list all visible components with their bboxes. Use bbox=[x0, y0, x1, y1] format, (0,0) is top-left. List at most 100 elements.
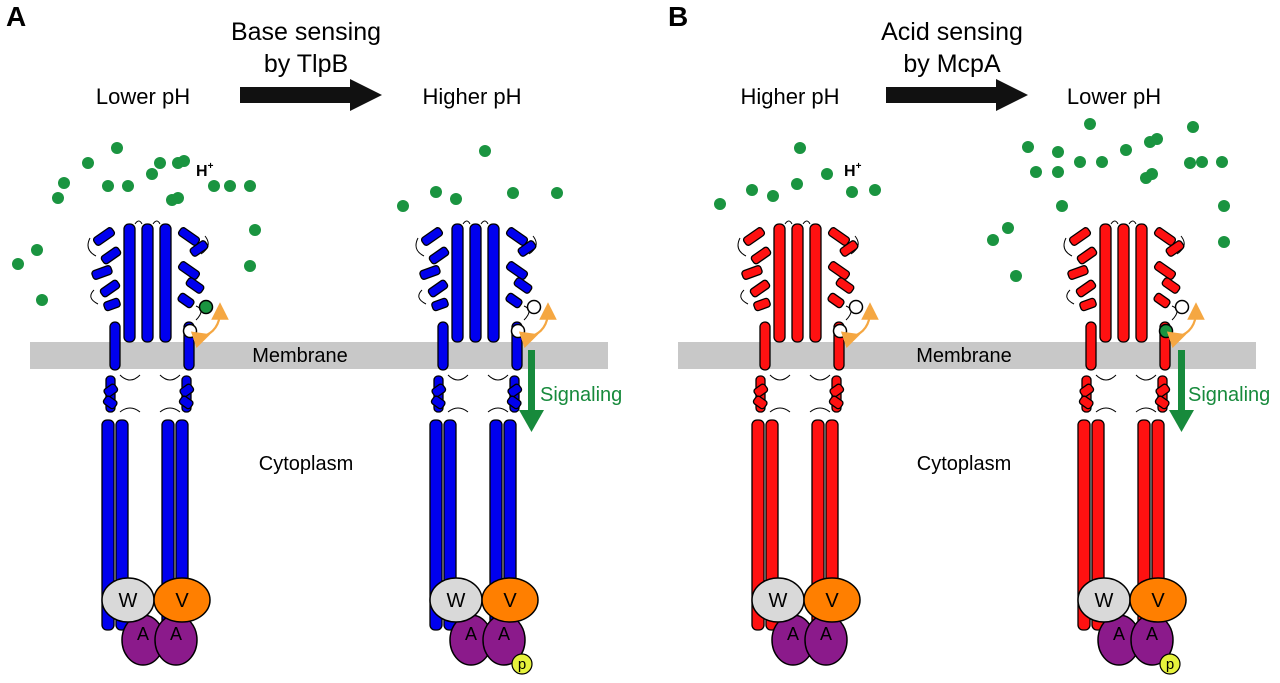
chea-label-right: A bbox=[498, 624, 510, 644]
transmembrane-helix bbox=[437, 321, 449, 371]
phosphate-label: p bbox=[518, 656, 526, 673]
proton-dot bbox=[122, 180, 134, 192]
linker bbox=[447, 374, 509, 413]
periplasmic-helix bbox=[1099, 223, 1112, 343]
proton-cluster-left bbox=[714, 142, 881, 210]
phosphate bbox=[1159, 653, 1181, 675]
sensor-helix bbox=[1153, 227, 1177, 246]
sensor-helix bbox=[753, 297, 771, 312]
proton-dot bbox=[1151, 133, 1163, 145]
proton-cluster-right bbox=[987, 118, 1230, 282]
chea-label-right: A bbox=[170, 624, 182, 644]
proton-dot bbox=[224, 180, 236, 192]
chev-label: V bbox=[1151, 590, 1165, 612]
switch-arrow bbox=[840, 302, 879, 349]
loop bbox=[134, 220, 161, 225]
sensor-helix bbox=[835, 277, 855, 294]
hamp-helix bbox=[506, 395, 522, 410]
binding-site bbox=[1158, 323, 1174, 339]
binding-site bbox=[182, 323, 198, 339]
proton-dot bbox=[154, 157, 166, 169]
chew-label: W bbox=[769, 590, 788, 612]
membrane-label: Membrane bbox=[916, 345, 1012, 367]
sensor-helix bbox=[741, 265, 763, 280]
periplasmic-helix bbox=[141, 223, 154, 343]
sensor-helix bbox=[431, 297, 449, 312]
proton-dot bbox=[31, 244, 43, 256]
linker bbox=[769, 374, 831, 413]
switch-arrow bbox=[190, 302, 229, 349]
proton-dot bbox=[767, 190, 779, 202]
proton-dot bbox=[1002, 222, 1014, 234]
process-title-line1: Acid sensing bbox=[881, 18, 1023, 46]
transmembrane-helix bbox=[759, 321, 771, 371]
sensor-helix bbox=[189, 240, 209, 257]
hamp-helix bbox=[507, 383, 523, 398]
sensor-helix bbox=[420, 227, 444, 246]
sensor-helix bbox=[91, 265, 113, 280]
sensor-helix bbox=[1161, 277, 1181, 294]
proton-dot bbox=[102, 180, 114, 192]
transmembrane-helix bbox=[1085, 321, 1097, 371]
loop bbox=[784, 220, 811, 225]
cytoplasmic-helix bbox=[751, 419, 765, 631]
sensor-helix bbox=[177, 227, 201, 246]
chea-label-left: A bbox=[137, 624, 149, 644]
hamp-helix bbox=[1154, 395, 1170, 410]
proton-dot bbox=[430, 186, 442, 198]
chea-label-right: A bbox=[820, 624, 832, 644]
sensor-helix bbox=[1153, 261, 1177, 280]
sensor-helix bbox=[428, 246, 450, 265]
hamp-helix bbox=[828, 395, 844, 410]
proton-dot bbox=[52, 192, 64, 204]
proton-dot bbox=[36, 294, 48, 306]
sensor-helix bbox=[92, 227, 116, 246]
proton-dot bbox=[1052, 146, 1064, 158]
periplasmic-helix bbox=[123, 223, 136, 343]
binding-site bbox=[510, 323, 526, 339]
cytoplasm-label: Cytoplasm bbox=[259, 453, 353, 475]
loop bbox=[415, 235, 537, 321]
signaling-label: Signaling bbox=[540, 384, 622, 406]
panel-b: B Acid sensing by McpA Higher pH Lower p… bbox=[668, 1, 1270, 675]
periplasmic-helix bbox=[791, 223, 804, 343]
periplasmic-helix bbox=[1135, 223, 1148, 343]
chew-label: W bbox=[119, 590, 138, 612]
switch-arrow bbox=[518, 302, 557, 349]
periplasmic-helix bbox=[159, 223, 172, 343]
proton-dot bbox=[791, 178, 803, 190]
proton-dot bbox=[249, 224, 261, 236]
right-ph-label: Higher pH bbox=[422, 84, 521, 109]
proton-dot bbox=[178, 155, 190, 167]
chev-label: V bbox=[825, 590, 839, 612]
chev bbox=[153, 577, 211, 623]
proton-dot bbox=[479, 145, 491, 157]
sensor-helix bbox=[1153, 292, 1171, 309]
proton-dot bbox=[846, 186, 858, 198]
hamp-helix bbox=[103, 383, 119, 398]
proton-dot bbox=[1187, 121, 1199, 133]
cytoplasmic-helix bbox=[101, 419, 115, 631]
sensor-helix bbox=[1165, 240, 1185, 257]
loop bbox=[737, 235, 859, 321]
chew-label: W bbox=[1095, 590, 1114, 612]
sensor-helix bbox=[505, 292, 523, 309]
chea-label-right: A bbox=[1146, 624, 1158, 644]
sensor-helix bbox=[1068, 227, 1092, 246]
signaling-arrow bbox=[1169, 350, 1194, 432]
hamp-helix bbox=[430, 395, 446, 410]
process-title-line1: Base sensing bbox=[231, 18, 381, 46]
sensor-helix bbox=[827, 261, 851, 280]
proton-dot bbox=[146, 168, 158, 180]
sensor-helix bbox=[517, 240, 537, 257]
proton-dot bbox=[1074, 156, 1086, 168]
sensor-helix bbox=[1075, 279, 1097, 298]
panel-letter: A bbox=[6, 1, 26, 32]
chev bbox=[1129, 577, 1187, 623]
periplasmic-helix bbox=[469, 223, 482, 343]
proton-dot bbox=[1120, 144, 1132, 156]
hamp-helix bbox=[753, 383, 769, 398]
proton-dot bbox=[111, 142, 123, 154]
